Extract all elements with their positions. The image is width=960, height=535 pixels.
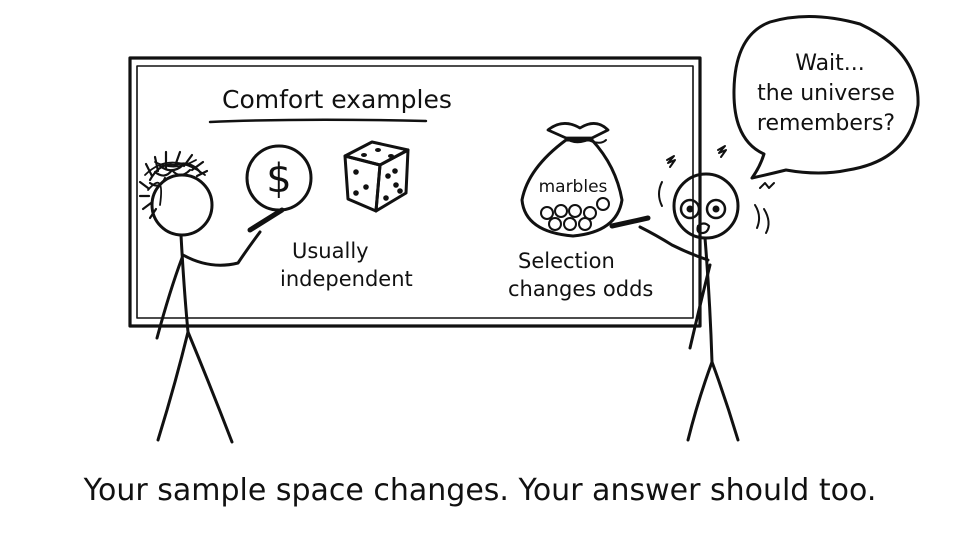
speech-line-3: remembers? xyxy=(757,111,895,136)
left-caption-line2: independent xyxy=(280,267,413,291)
bottom-caption: Your sample space changes. Your answer s… xyxy=(83,473,877,508)
heading-underline xyxy=(208,118,428,124)
left-stick-figure xyxy=(138,150,285,444)
coin-icon: $ xyxy=(245,144,313,212)
bag-label: marbles xyxy=(539,177,608,197)
left-caption-line1: Usually xyxy=(292,239,369,263)
right-caption-line2: changes odds xyxy=(508,277,653,301)
right-stick-figure xyxy=(609,172,740,442)
speech-line-1: Wait... xyxy=(795,51,865,76)
speech-bubble: Wait... the universe remembers? xyxy=(732,15,920,180)
marble-bag-icon: marbles xyxy=(520,122,624,238)
board-heading: Comfort examples xyxy=(222,85,452,114)
speech-line-2: the universe xyxy=(757,81,895,106)
panic-marks xyxy=(658,145,775,234)
whiteboard xyxy=(128,56,702,328)
right-caption-line1: Selection xyxy=(518,249,615,273)
coin-symbol: $ xyxy=(266,156,291,202)
dice-icon xyxy=(343,140,410,213)
messy-hair xyxy=(138,150,209,220)
